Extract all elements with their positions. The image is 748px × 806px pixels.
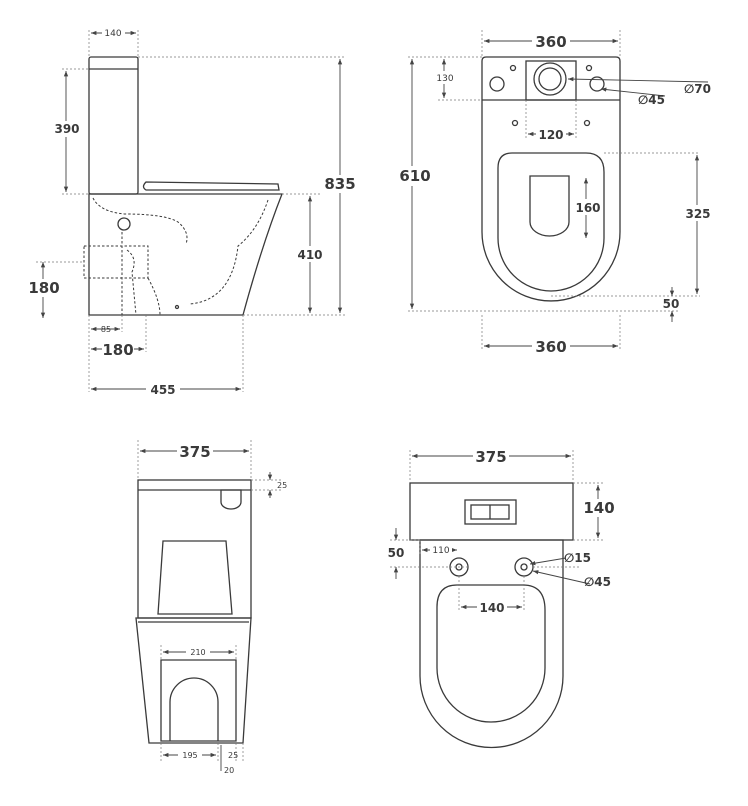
- top-view: 360 130 610 ∅70 ∅45 120 160 325 50 360: [398, 30, 713, 356]
- top-seat: [497, 152, 605, 292]
- dim-large-hole-dia: ∅45: [584, 575, 611, 589]
- side-cistern: [88, 56, 139, 195]
- rear-cistern: [137, 479, 252, 619]
- dim-hole-spacing: 140: [479, 601, 504, 615]
- plan-button: [464, 499, 517, 525]
- rear-panel: [157, 540, 233, 615]
- side-hidden-trap: [92, 197, 188, 245]
- dim-bottom-width: 360: [535, 338, 566, 356]
- top-fixing-dot: [509, 64, 517, 72]
- dim-bowl-height: 410: [297, 248, 322, 262]
- top-left-hole: [489, 76, 505, 92]
- dim-hole-offset-y: 50: [388, 546, 405, 560]
- side-drain-dot: [174, 304, 180, 310]
- top-fixing-dot: [583, 119, 591, 127]
- side-hidden-bowl: [189, 199, 269, 305]
- dim-small-hole-dia: ∅15: [564, 551, 591, 565]
- dim-hole-dia: ∅45: [638, 93, 665, 107]
- dim-tank-depth: 140: [104, 29, 121, 39]
- top-seat-opening: [529, 175, 570, 237]
- plan-cistern: [409, 482, 574, 541]
- plan-pan: [419, 539, 564, 749]
- top-flush-button-outer: [533, 62, 567, 96]
- plan-right-hole-inner: [520, 563, 528, 571]
- dim-base-side: 25: [228, 751, 238, 760]
- plan-right-hole: [514, 557, 534, 577]
- dim-outlet-setout: 180: [102, 341, 133, 359]
- side-fixing-hole: [117, 217, 131, 231]
- dim-total-length: 610: [399, 167, 430, 185]
- dim-hole-offset-x: 110: [432, 546, 449, 556]
- dim-bowl-length: 325: [685, 207, 710, 221]
- top-flush-button-inner: [538, 67, 562, 91]
- rear-outlet-arch: [169, 677, 219, 741]
- side-seat: [142, 181, 280, 191]
- dim-tank-hole-offset: 130: [436, 74, 453, 84]
- dim-total-height: 835: [324, 175, 355, 193]
- dim-top-width: 360: [535, 33, 566, 51]
- dim-fixing-spacing: 120: [538, 128, 563, 142]
- dim-rear-width: 375: [179, 443, 210, 461]
- dim-tank-height: 390: [54, 122, 79, 136]
- top-fixing-dot: [585, 64, 593, 72]
- dim-plan-tank-depth: 140: [583, 499, 614, 517]
- side-pan-body: [88, 193, 283, 316]
- top-right-hole: [589, 76, 605, 92]
- rear-pan: [135, 617, 252, 744]
- dim-total-depth: 455: [150, 383, 175, 397]
- dim-base-offset: 20: [224, 766, 234, 775]
- rear-inlet: [220, 489, 242, 510]
- side-view: 140 390 835 410 180 85 180 455: [27, 27, 358, 397]
- dim-seat-opening: 160: [575, 201, 600, 215]
- side-hidden-waste: [121, 232, 161, 316]
- rear-view: 375 25 210 195 25 20: [135, 440, 287, 775]
- top-outline: [481, 56, 621, 302]
- dim-outlet-offset: 85: [101, 325, 111, 334]
- dim-base-width: 195: [182, 751, 197, 760]
- dim-front-gap: 50: [663, 297, 680, 311]
- dim-inlet-width: 210: [190, 648, 205, 657]
- dim-outlet-height: 180: [28, 279, 59, 297]
- side-hidden-outlet: [83, 245, 149, 279]
- dim-lid-thickness: 25: [277, 481, 287, 490]
- top-fixing-dot: [511, 119, 519, 127]
- plan-seat: [436, 584, 546, 723]
- rear-base-frame: [160, 659, 237, 742]
- plan-view: 375 140 50 110 ∅15 ∅45 140: [388, 447, 615, 749]
- dim-plan-width: 375: [475, 448, 506, 466]
- top-button-plate: [525, 60, 577, 101]
- dim-flush-dia: ∅70: [684, 82, 711, 96]
